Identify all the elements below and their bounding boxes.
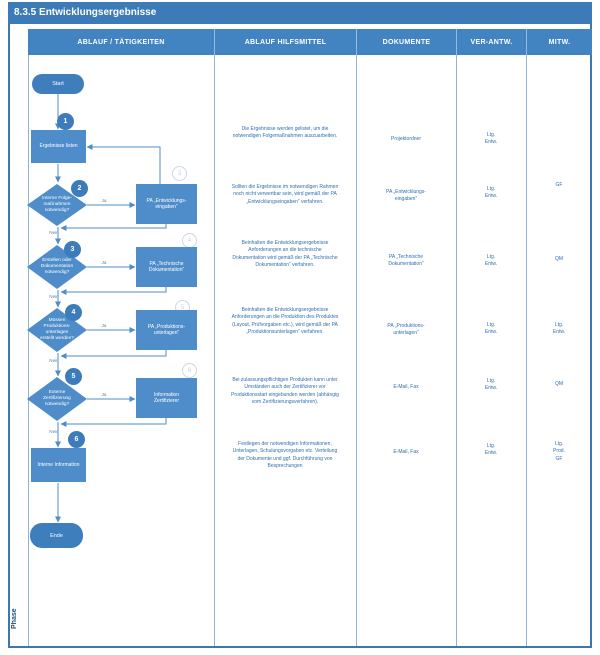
- column-header-verantw: VER-ANTW.: [456, 29, 526, 55]
- grid-line: [28, 55, 29, 646]
- flow-box-information-zertifizierer: Information Zertifizierer: [136, 378, 197, 418]
- mitw-text-row3: QM: [554, 256, 564, 262]
- flow-step-number-5: 5: [65, 368, 82, 385]
- dokument-text-row6: E-Mail, Fax: [393, 449, 419, 455]
- phase-row-label: Phase: [11, 608, 18, 630]
- mitw-text-row2: GF: [555, 182, 563, 188]
- flow-ghost-number-4: 4: [182, 233, 197, 248]
- column-header-ablauf-hilfsmittel: ABLAUF HILFSMITTEL: [214, 29, 356, 55]
- flow-box-pa-entwicklungseingaben: PA „Entwicklungs- eingaben“: [136, 184, 197, 224]
- flow-end-node: Ende: [30, 523, 83, 548]
- flow-step-number-1: 1: [57, 113, 74, 130]
- hilfsmittel-text-row1: Die Ergebnisse werden gelistet, um die n…: [232, 126, 338, 140]
- branch-label-ja: Ja: [101, 323, 107, 328]
- verantw-text-row6: Ltg. Entw.: [484, 443, 498, 457]
- branch-label-ja: Ja: [101, 198, 107, 203]
- grid-line: [526, 55, 527, 646]
- page-title: 8.3.5 Entwicklungsergebnisse: [8, 2, 592, 24]
- branch-label-ja: Ja: [101, 392, 107, 397]
- flow-ghost-number-3: 3: [172, 166, 187, 181]
- hilfsmittel-text-row4: Beinhalten die Entwicklungsergebnisse An…: [231, 307, 339, 335]
- hilfsmittel-text-row3: Beinhalten die Entwicklungsergebnisse An…: [232, 240, 338, 268]
- branch-label-nein: Nein: [49, 294, 59, 299]
- flow-box-ergebnisse-listen: Ergebnisse listen: [31, 130, 86, 163]
- mitw-text-row5: QM: [554, 381, 564, 387]
- verantw-text-row5: Ltg. Entw.: [484, 378, 498, 392]
- flow-step-number-4: 4: [65, 304, 82, 321]
- flow-box-pa-technische-dokumentation: PA „Technische Dokumentation“: [136, 247, 197, 287]
- flow-step-number-6: 6: [68, 431, 85, 448]
- hilfsmittel-text-row6: Festlegen der notwendigen Informationen,…: [232, 441, 338, 469]
- branch-label-nein: Nein: [49, 429, 59, 434]
- branch-label-nein: Nein: [49, 358, 59, 363]
- flow-step-number-3: 3: [64, 241, 81, 258]
- flow-ghost-number-6: 6: [182, 363, 197, 378]
- flow-step-number-2: 2: [71, 180, 88, 197]
- flow-box-pa-produktionsunterlagen: PA „Produktions- unterlagen“: [136, 310, 197, 350]
- dokument-text-row4: PA „Produktions- unterlagen“: [387, 323, 425, 337]
- verantw-text-row1: Ltg. Entw.: [484, 132, 498, 146]
- column-header-dokumente: DOKUMENTE: [356, 29, 456, 55]
- grid-line: [356, 55, 357, 646]
- grid-line: [456, 55, 457, 646]
- verantw-text-row4: Ltg. Entw.: [484, 322, 498, 336]
- flow-start-node: Start: [32, 74, 84, 94]
- dokument-text-row1: Projektordner: [390, 136, 421, 142]
- page-frame: [8, 2, 592, 648]
- verantw-text-row3: Ltg. Entw.: [484, 254, 498, 268]
- table-header: ABLAUF / TÄTIGKEITEN ABLAUF HILFSMITTEL …: [28, 29, 592, 55]
- hilfsmittel-text-row2: Sollten die Ergebnisse im notwendigen Ra…: [231, 184, 339, 205]
- dokument-text-row2: PA „Entwicklungs- eingaben“: [386, 189, 426, 203]
- hilfsmittel-text-row5: Bei zulassungspflichtigen Produkten kann…: [231, 377, 339, 405]
- column-header-ablauf-taetigkeiten: ABLAUF / TÄTIGKEITEN: [77, 38, 165, 46]
- column-header-mitw: MITW.: [526, 29, 592, 55]
- verantw-text-row2: Ltg. Entw.: [484, 186, 498, 200]
- dokument-text-row5: E-Mail, Fax: [393, 384, 419, 390]
- mitw-text-row4: Ltg. Entw.: [552, 322, 566, 336]
- dokument-text-row3: PA „Technische Dokumentation“: [388, 254, 424, 268]
- branch-label-nein: Nein: [49, 230, 59, 235]
- flow-box-interne-information: Interne Information: [31, 448, 86, 482]
- branch-label-ja: Ja: [101, 260, 107, 265]
- mitw-text-row6: Ltg. Prod. GF: [553, 441, 565, 462]
- grid-line: [214, 55, 215, 646]
